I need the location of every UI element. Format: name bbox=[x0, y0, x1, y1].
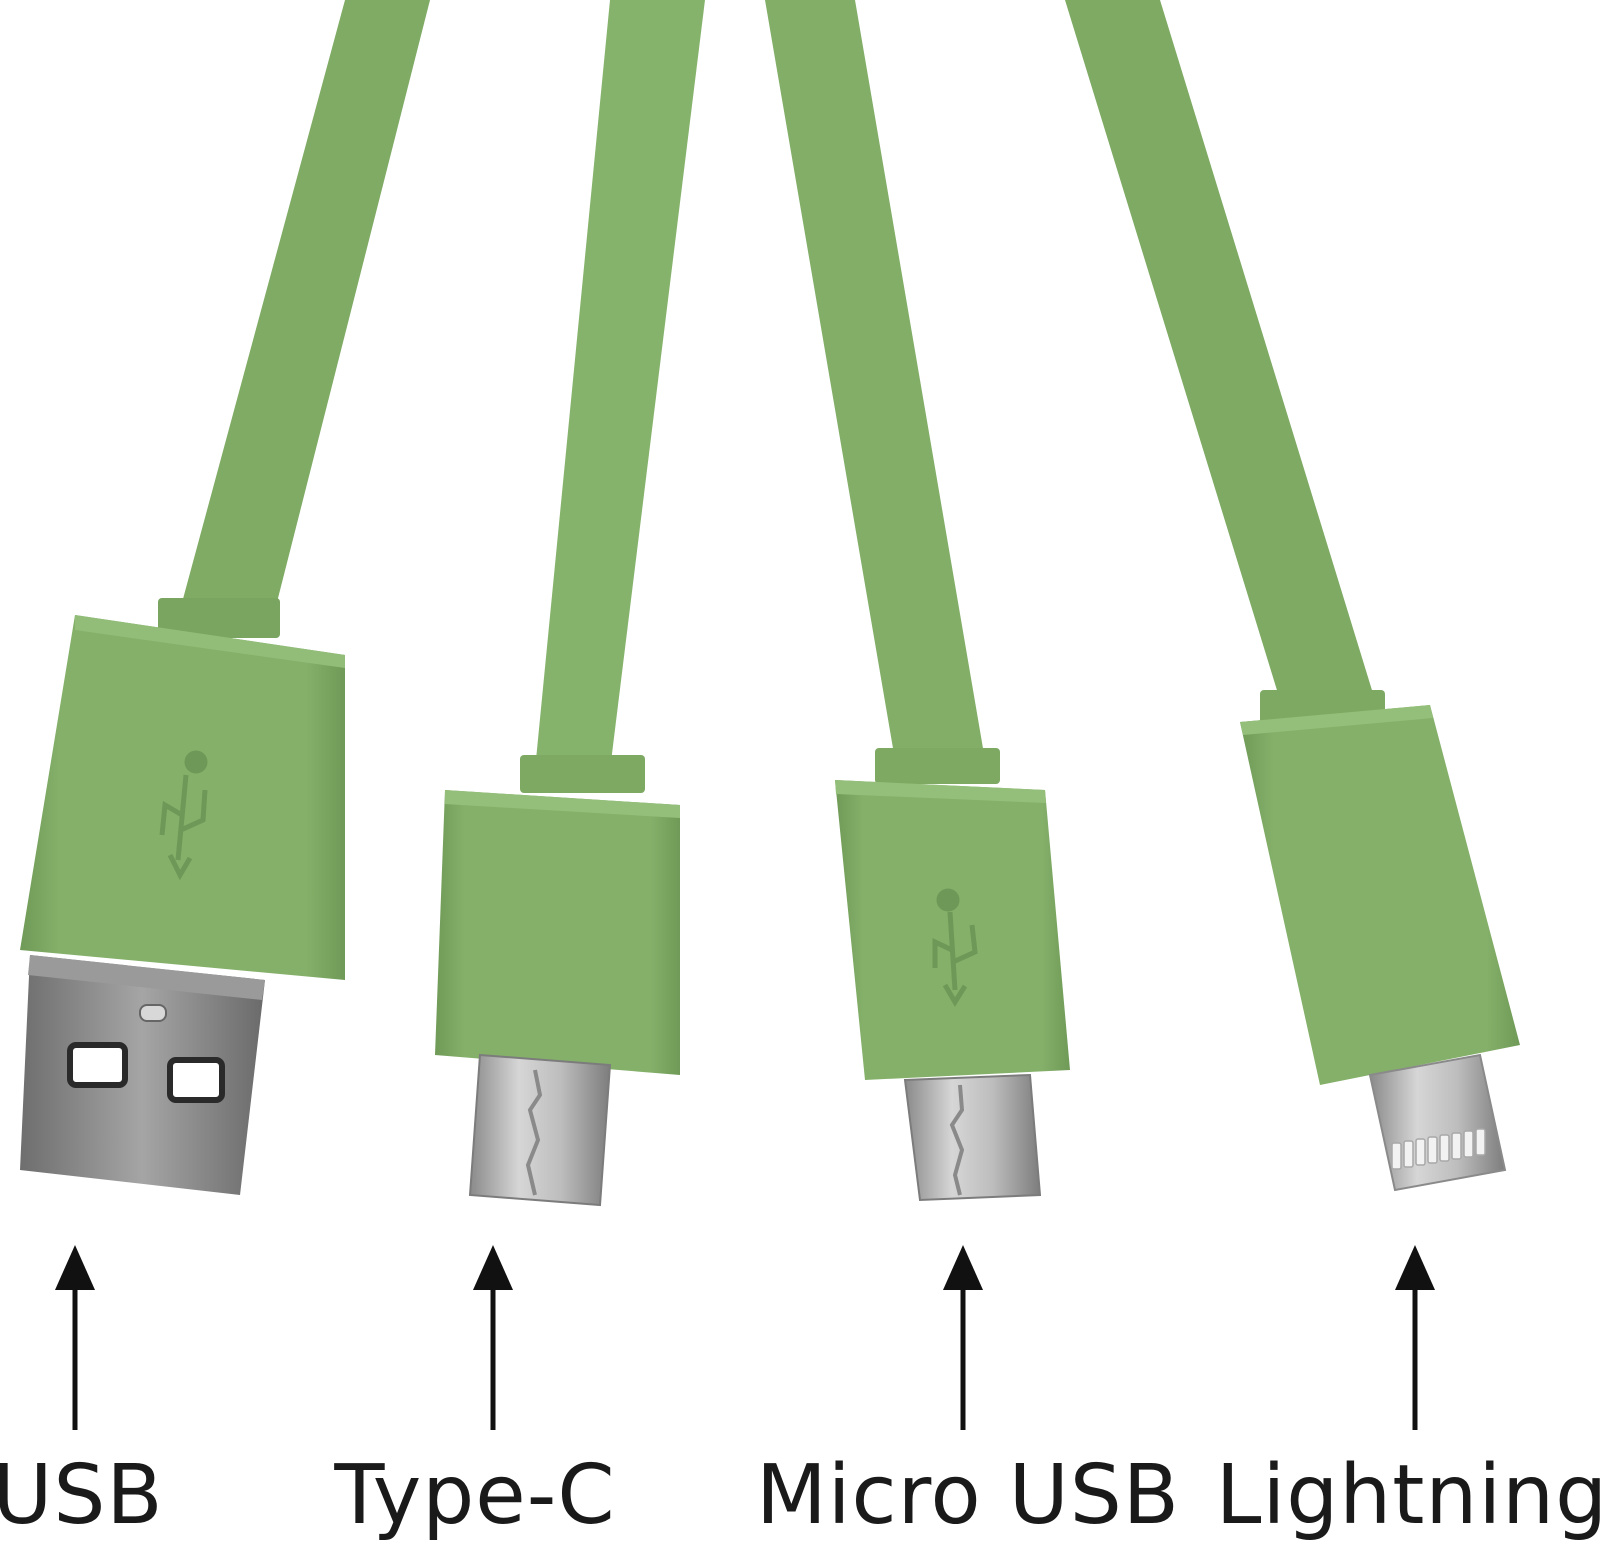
usb-trident-icon bbox=[932, 888, 978, 1007]
label-type-c: Type-C bbox=[334, 1448, 616, 1543]
arrow-usb bbox=[55, 1245, 95, 1430]
lightning-connector bbox=[1240, 690, 1520, 1192]
micro-cable bbox=[765, 0, 985, 760]
label-lightning: Lightning bbox=[1215, 1448, 1600, 1543]
arrow-lightning bbox=[1395, 1245, 1435, 1430]
label-micro-usb: Micro USB bbox=[755, 1448, 1181, 1543]
typec-cable bbox=[535, 0, 705, 770]
arrow-micro bbox=[943, 1245, 983, 1430]
usb-cable bbox=[180, 0, 430, 610]
micro-connector bbox=[835, 748, 1070, 1202]
label-usb: USB bbox=[0, 1448, 164, 1543]
arrow-typec bbox=[473, 1245, 513, 1430]
usb-trident-icon bbox=[159, 750, 208, 881]
typec-connector bbox=[435, 755, 680, 1207]
usb-connector bbox=[20, 598, 345, 1195]
lightning-cable bbox=[1065, 0, 1375, 700]
